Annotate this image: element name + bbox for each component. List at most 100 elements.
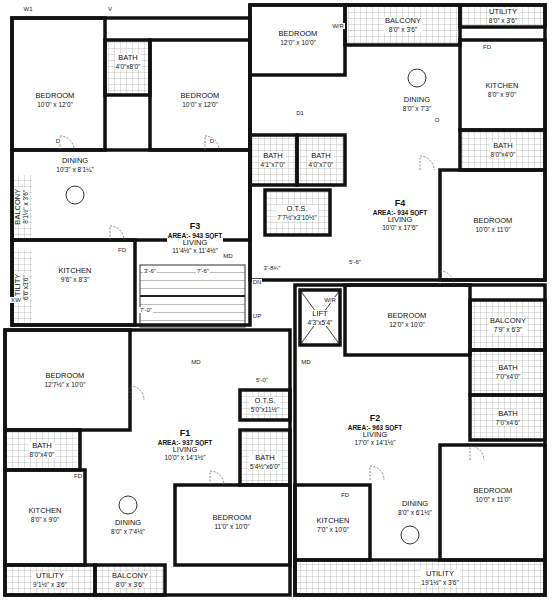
wall — [5, 430, 80, 470]
room-name: BALCONY — [384, 17, 422, 25]
room-label: F3AREA:- 943 SQFTLIVING11'4½" x 11'4½" — [167, 222, 224, 254]
room-text: LIVING — [372, 216, 429, 224]
room-text: AREA:- 963 SQFT — [347, 424, 404, 431]
wall — [300, 290, 340, 345]
plan-mark: 5'-6" — [348, 259, 362, 265]
room-text: 7'7½"x3'10½" — [276, 214, 317, 221]
room-label: BATH4'0"x7'0" — [308, 152, 335, 167]
room-text: 11'4½" x 11'4½" — [167, 247, 224, 254]
tiled-floor — [470, 350, 545, 395]
wall — [297, 135, 345, 185]
room-label: KITCHEN8'0" x 9'0" — [485, 82, 520, 97]
tiled-floor — [95, 565, 165, 595]
room-text: 10'0" x 11'0" — [473, 226, 514, 233]
tiled-floor — [470, 395, 545, 440]
room-text: 10'0" x 12'0" — [35, 101, 76, 108]
door-swing — [130, 386, 144, 400]
room-name: BATH — [29, 442, 56, 450]
tiled-floor — [265, 190, 330, 235]
room-text: 5'0"x11½" — [250, 406, 281, 413]
plan-mark: D — [55, 138, 61, 144]
door-swing — [110, 226, 124, 240]
room-label: BATH4'1"x7'0" — [260, 152, 287, 167]
wall — [460, 5, 545, 27]
room-text: 10'3" x 8'1¼" — [55, 166, 94, 173]
room-label: BATH8'0"x4'0" — [29, 442, 56, 457]
room-text: 7'0"x4'0" — [495, 373, 522, 380]
room-name: F1 — [157, 429, 214, 439]
wall — [12, 150, 250, 240]
room-text: AREA:- 934 SQFT — [372, 209, 429, 216]
room-text: 4'0"x8'0" — [115, 63, 142, 70]
wall — [250, 5, 545, 280]
room-label: UTILITY8'0" x 3'6" — [488, 8, 518, 23]
room-text: 7'0" x 10'0" — [316, 526, 351, 533]
room-text: AREA:- 937 SQFT — [157, 439, 214, 446]
room-label: O.T.S.5'0"x11½" — [250, 397, 281, 412]
room-text: 4'3"x5'4" — [307, 319, 334, 326]
room-text: 8'0" x 6'1½" — [397, 509, 433, 516]
plan-mark: 5'-0" — [255, 377, 269, 383]
wall — [12, 240, 135, 325]
wall — [345, 5, 460, 45]
tiled-floor — [295, 560, 545, 595]
room-text: 8'0" x 3'6" — [384, 26, 422, 33]
room-label: BEDROOM12'0" x 10'0" — [278, 30, 319, 45]
room-label: BATH8'0"x4'0" — [490, 142, 517, 157]
tiled-floor — [105, 40, 150, 95]
plan-mark: V — [107, 6, 113, 12]
room-label: KITCHEN7'0" x 10'0" — [316, 517, 351, 532]
room-name: BATH — [495, 410, 522, 418]
plan-mark: 7'-6" — [196, 268, 210, 274]
tiled-floor — [460, 130, 545, 170]
tiled-floor — [240, 390, 290, 420]
wall — [460, 130, 545, 170]
tiled-floor — [5, 565, 95, 595]
room-label: F2AREA:- 963 SQFTLIVING17'0" x 14'1½" — [347, 414, 404, 446]
room-label: BEDROOM10'0" x 11'0" — [473, 487, 514, 502]
room-label: F1AREA:- 937 SQFTLIVING10'0" x 14'1½" — [157, 429, 214, 461]
wall — [105, 40, 150, 95]
room-text: 19'1½" x 3'6" — [420, 579, 459, 586]
room-name: F3 — [167, 222, 224, 232]
room-name: DINING — [402, 96, 432, 104]
room-name: KITCHEN — [58, 267, 93, 275]
room-name: BATH — [115, 54, 142, 62]
wall — [240, 390, 290, 420]
room-label: O.T.S.7'7½"x3'10½" — [276, 205, 317, 220]
room-text: 11'0" x 10'0" — [212, 523, 253, 530]
stair-landing — [140, 295, 245, 297]
room-name: BALCONY — [111, 572, 149, 580]
dining-table — [401, 526, 419, 544]
tiled-floor — [460, 5, 545, 27]
plan-mark: O — [434, 117, 441, 123]
wall — [5, 470, 85, 565]
room-name: DINING — [110, 519, 146, 527]
wall — [150, 40, 250, 150]
plan-mark: 7'-0" — [139, 307, 153, 313]
tiled-floor — [240, 430, 290, 485]
room-name: UTILITY — [420, 570, 459, 578]
room-text: 12'7½" x 10'0" — [43, 381, 86, 388]
wall — [470, 395, 545, 440]
wall — [250, 135, 297, 185]
room-name: BALCONY — [489, 317, 527, 325]
wall — [470, 300, 545, 350]
room-name: UTILITY — [488, 8, 518, 16]
room-label: BEDROOM11'0" x 10'0" — [212, 514, 253, 529]
room-text: LIVING — [167, 239, 224, 247]
door-swing — [370, 466, 384, 480]
wall — [460, 40, 545, 130]
room-label: BEDROOM10'0" x 12'0" — [180, 92, 221, 107]
wall — [240, 430, 290, 485]
room-label: DINING8'0" x 6'1½" — [397, 500, 433, 515]
room-label: DINING10'3" x 8'1¼" — [55, 157, 94, 172]
room-name: DINING — [55, 157, 94, 165]
room-text: 8'0" x 7'4½" — [110, 528, 146, 535]
room-text: 10'0" x 14'1½" — [157, 454, 214, 461]
wall — [345, 285, 470, 355]
door-swing — [470, 446, 484, 460]
plan-mark: MD — [300, 359, 311, 365]
tiled-floor — [345, 5, 460, 45]
wall — [265, 190, 330, 235]
